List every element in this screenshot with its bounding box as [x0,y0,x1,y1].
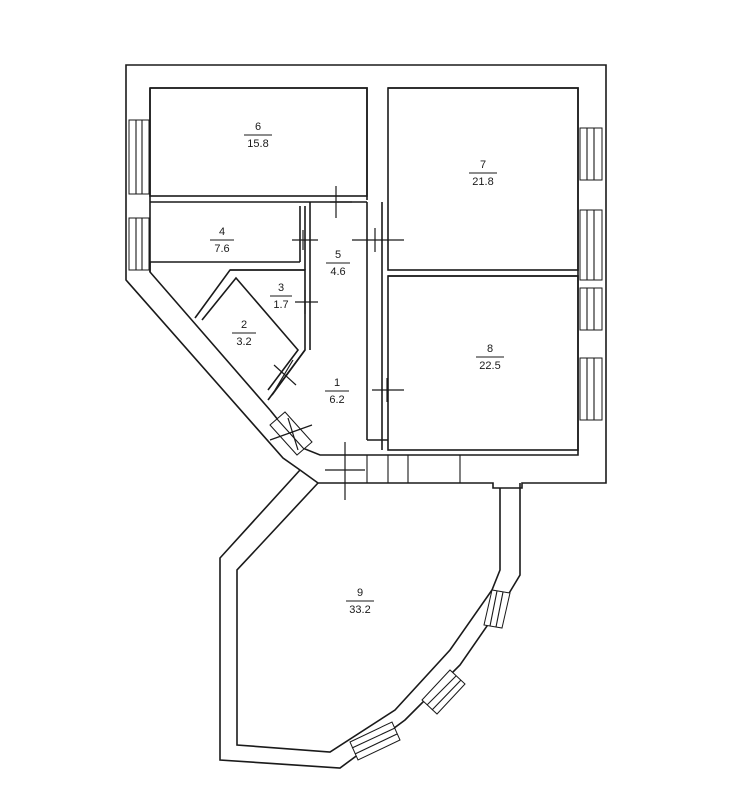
room-label-5: 5 4.6 [326,249,350,278]
room-9-area: 33.2 [349,604,370,616]
window-right-1 [579,127,603,181]
door-entrance [269,417,313,451]
room-5-area: 4.6 [330,266,345,278]
room-5-number: 5 [335,249,341,261]
room-7-area: 21.8 [472,176,493,188]
room-label-9: 9 33.2 [346,587,374,616]
window-diagonal-left [269,411,313,456]
room-3-area: 1.7 [273,299,288,311]
room-label-6: 6 15.8 [244,121,272,150]
room-2-inner [201,276,300,391]
outer-wall-outline [125,64,607,489]
room-4-area: 7.6 [214,243,229,255]
inner-wall-outline [149,87,579,456]
room-9-number: 9 [357,587,363,599]
room-6-number: 6 [255,121,261,133]
door-3 [295,290,318,314]
window-bay-2 [421,669,466,715]
room-1-number: 1 [334,377,340,389]
room-6-outline [149,87,368,197]
room-walls [149,87,579,483]
window-left-2 [128,217,150,271]
door-2 [273,359,297,391]
windows [128,119,603,761]
doors [269,186,404,500]
door-9 [325,442,365,500]
room-label-7: 7 21.8 [469,159,497,188]
room-label-8: 8 22.5 [476,343,504,372]
room-7-number: 7 [480,159,486,171]
lower-wall-segments [366,455,461,483]
window-right-4 [579,357,603,421]
room-9-inner [236,482,501,753]
room-2-number: 2 [241,319,247,331]
door-4 [292,230,318,250]
window-bay-3 [349,721,401,761]
window-bay-1 [483,589,511,629]
room-6-area: 15.8 [247,138,268,150]
room-9-outer [219,469,521,769]
room-label-2: 2 3.2 [232,319,256,348]
window-left-1 [128,119,150,195]
room-9-walls [219,469,521,769]
room-8-number: 8 [487,343,493,355]
door-8 [372,378,404,402]
room-label-3: 3 1.7 [270,282,292,311]
room-3-number: 3 [278,282,284,294]
room-1-slant [267,349,306,401]
door-6 [330,186,352,218]
door-7 [352,228,404,252]
room-labels: 6 15.8 7 21.8 4 7.6 5 4.6 3 1.7 2 3.2 [210,121,504,616]
room-8-area: 22.5 [479,360,500,372]
room-label-1: 1 6.2 [325,377,349,406]
room-2-area: 3.2 [236,336,251,348]
room-4-number: 4 [219,226,225,238]
room-label-4: 4 7.6 [210,226,234,255]
room-1-area: 6.2 [329,394,344,406]
wall-4-right [299,206,306,270]
room-8-outline [387,275,579,451]
room-7-outline [387,87,579,271]
window-right-3 [579,287,603,331]
window-right-2 [579,209,603,281]
